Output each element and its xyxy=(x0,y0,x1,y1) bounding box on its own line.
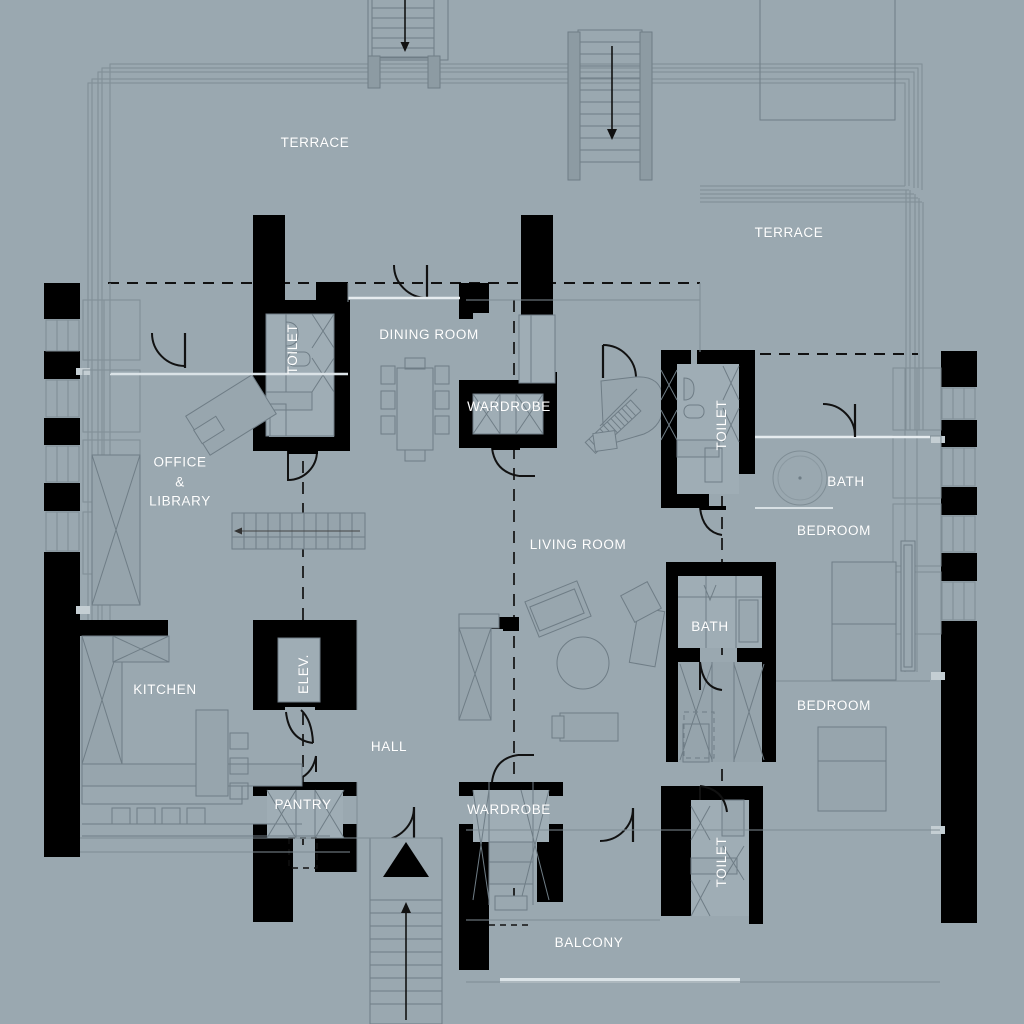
stair-north-right xyxy=(567,29,653,181)
stair-office xyxy=(231,512,366,550)
door-swing-toilet-nw xyxy=(287,450,318,482)
dining-table xyxy=(380,357,450,462)
wardrobe-north-room xyxy=(459,380,557,477)
living-room-shelf xyxy=(458,613,500,721)
living-room-furniture xyxy=(524,580,666,742)
kitchen-furniture xyxy=(81,635,330,837)
grand-piano xyxy=(584,376,664,455)
wall-kitchen-spur xyxy=(80,620,168,636)
closet-cabinet-north xyxy=(518,314,556,384)
elevator-core xyxy=(253,620,357,744)
terrace-right-band xyxy=(905,190,924,430)
office-shelving-west xyxy=(91,454,141,606)
wall-toilet-nw-jog xyxy=(318,437,350,451)
door-swing-office xyxy=(151,332,186,367)
bath-east-room xyxy=(666,562,776,763)
landing-triangle-marker xyxy=(383,842,429,877)
exterior-wall-west xyxy=(44,283,90,857)
stair-south-hall xyxy=(369,837,443,1024)
bath-ne-area xyxy=(755,435,930,509)
stair-north-left xyxy=(367,0,441,89)
terrace-east-edge-lines xyxy=(700,185,922,203)
bedroom-south-furniture xyxy=(817,726,887,812)
door-sill-toilet-nw xyxy=(288,449,318,454)
thin-partitions xyxy=(80,283,701,872)
door-swing-living-north xyxy=(602,344,637,379)
exterior-wall-east xyxy=(931,351,977,923)
toilet-ne-room xyxy=(660,350,755,536)
pantry-room xyxy=(253,755,357,922)
north-stair-shell xyxy=(367,0,896,121)
toilet-se-room xyxy=(661,785,763,924)
balcony-rail xyxy=(466,829,940,983)
office-desk xyxy=(185,374,277,456)
dashed-closet-bath-east xyxy=(683,711,715,759)
bedroom-north-furniture xyxy=(831,540,916,681)
wardrobe-south-room xyxy=(459,754,563,970)
dashed-grid-lines xyxy=(108,282,918,355)
